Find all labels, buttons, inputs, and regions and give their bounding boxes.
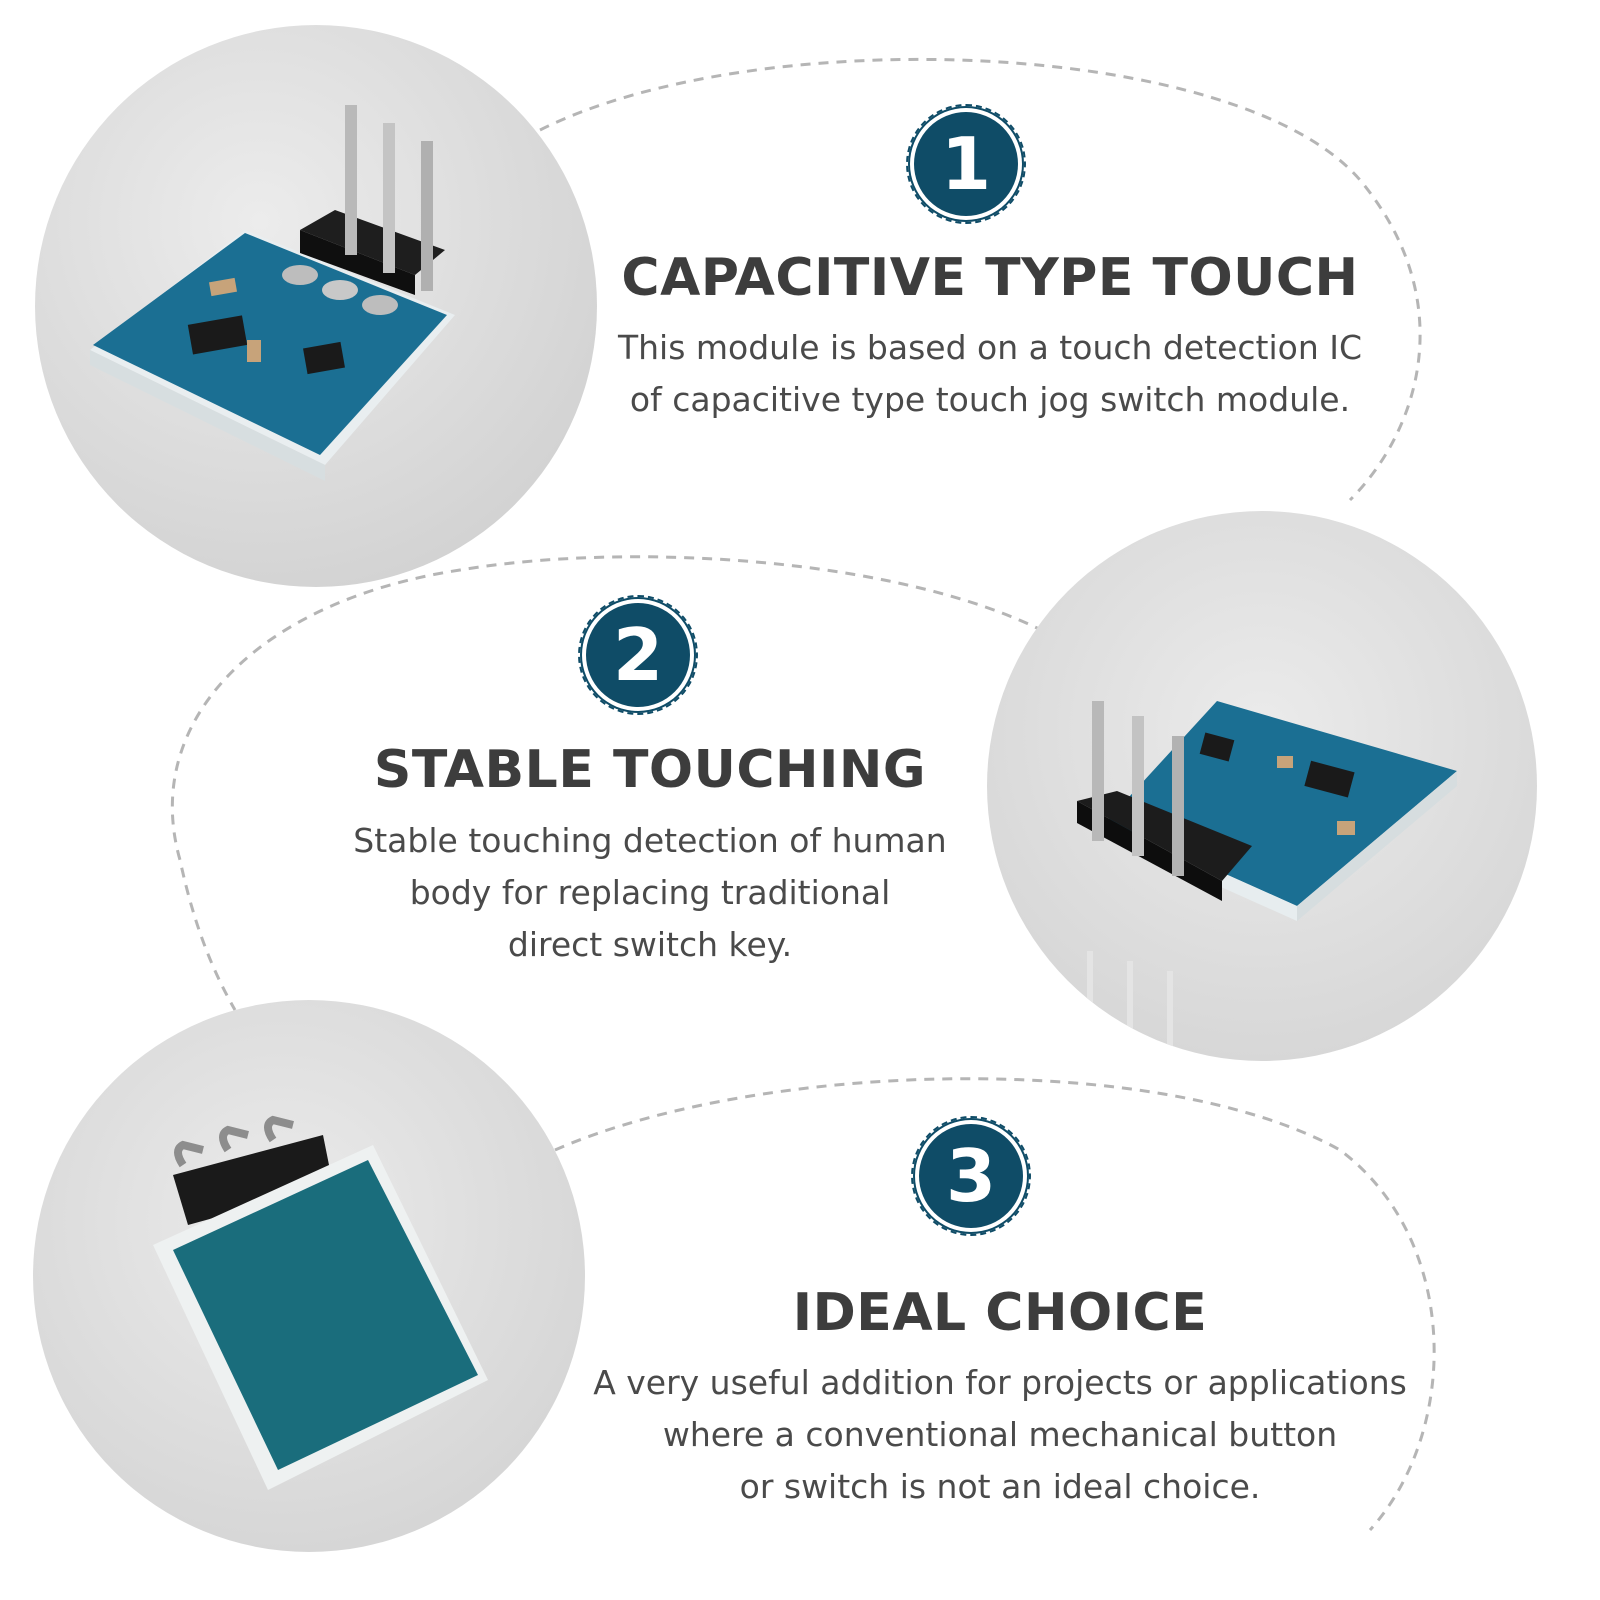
dashed-arc-1 bbox=[539, 57, 1422, 502]
feature-2-line-3: direct switch key. bbox=[507, 925, 793, 964]
feature-2-description: Stable touching detection of human body … bbox=[320, 815, 980, 971]
dashed-arc-2 bbox=[170, 555, 1061, 1011]
feature-1-description: This module is based on a touch detectio… bbox=[580, 322, 1400, 426]
step-3-badge: 3 bbox=[911, 1116, 1031, 1236]
feature-2-title: STABLE TOUCHING bbox=[373, 740, 927, 800]
feature-1-line-1: This module is based on a touch detectio… bbox=[617, 328, 1363, 367]
product-photo-1 bbox=[35, 25, 597, 587]
feature-3-title: IDEAL CHOICE bbox=[792, 1283, 1208, 1343]
step-2-badge: 2 bbox=[578, 595, 698, 715]
step-1-badge: 1 bbox=[906, 104, 1026, 224]
feature-1-line-2: of capacitive type touch jog switch modu… bbox=[629, 380, 1351, 419]
feature-1-title: CAPACITIVE TYPE TOUCH bbox=[621, 248, 1359, 308]
step-1-number: 1 bbox=[940, 122, 992, 206]
feature-2-line-1: Stable touching detection of human bbox=[353, 821, 947, 860]
feature-3-line-1: A very useful addition for projects or a… bbox=[593, 1363, 1407, 1402]
feature-3-line-2: where a conventional mechanical button bbox=[662, 1415, 1338, 1454]
dashed-arc-3 bbox=[554, 1077, 1436, 1532]
feature-3-line-3: or switch is not an ideal choice. bbox=[739, 1467, 1261, 1506]
feature-3-description: A very useful addition for projects or a… bbox=[570, 1357, 1430, 1513]
feature-2-line-2: body for replacing traditional bbox=[409, 873, 891, 912]
step-3-number: 3 bbox=[945, 1134, 997, 1218]
product-photo-3 bbox=[33, 1000, 585, 1552]
step-2-number: 2 bbox=[612, 613, 664, 697]
product-photo-2 bbox=[987, 511, 1537, 1061]
